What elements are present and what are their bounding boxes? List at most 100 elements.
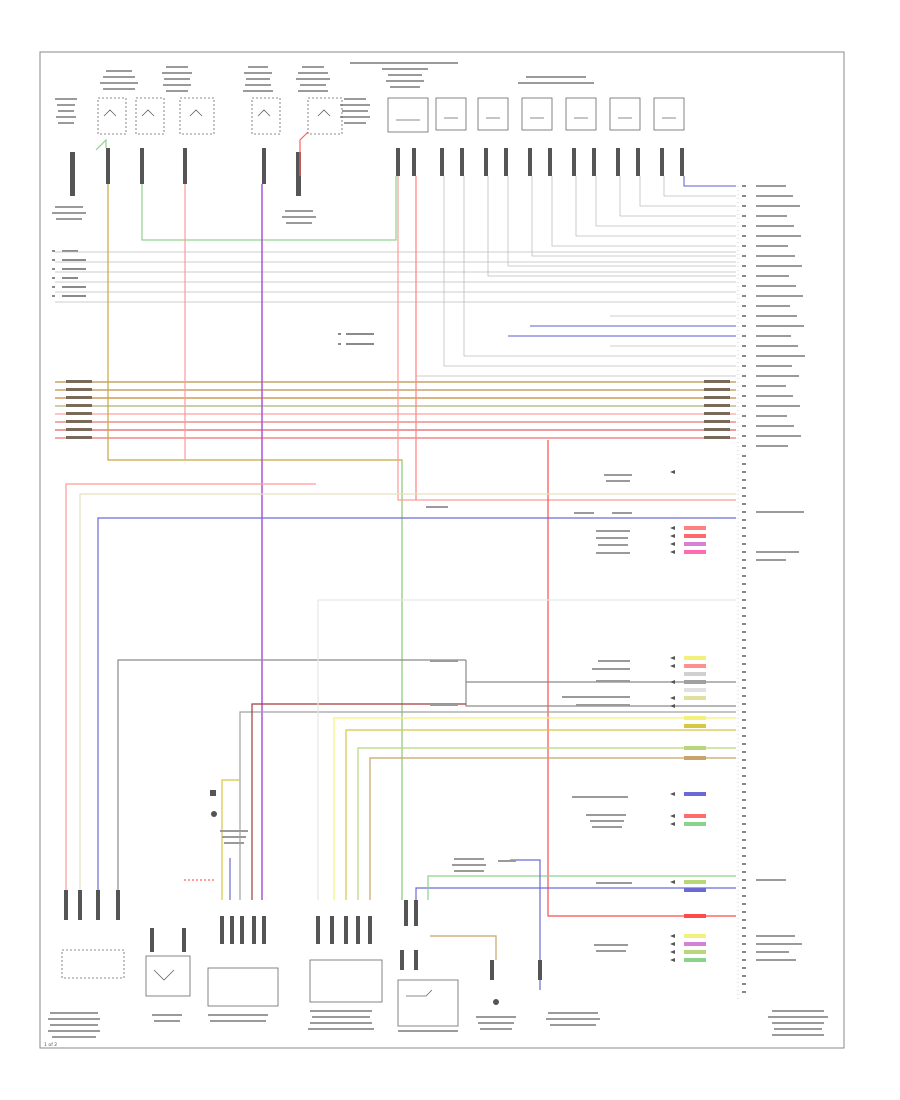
ecm-pin-number-mark <box>742 535 746 537</box>
ecm-pin-label-mark <box>756 405 800 407</box>
ecm-pin-number-mark <box>742 911 746 913</box>
ecm-pin-label-mark <box>756 255 795 257</box>
ecm-pin-number-mark <box>742 623 746 625</box>
main-vertical-wires <box>95 131 736 917</box>
ecm-pin-number-mark <box>742 195 746 197</box>
ecm-pin-label-mark <box>756 511 804 513</box>
bottom-component-labels <box>48 830 828 1038</box>
ecm-pin-number-mark <box>742 495 746 497</box>
ecm-pin-number-mark <box>742 479 746 481</box>
ecm-pin-number-mark <box>742 295 746 297</box>
ecm-pin-number-mark <box>742 435 746 437</box>
ecm-pin-label-mark <box>756 395 793 397</box>
diagram-frame <box>39 51 845 1049</box>
ecm-pin-number-mark <box>742 991 746 993</box>
ecm-pin-number-mark <box>742 943 746 945</box>
ecm-pin-number-mark <box>742 711 746 713</box>
ecm-pin-number-mark <box>742 405 746 407</box>
ecm-pin-label-mark <box>756 265 802 267</box>
ecm-pin-number-mark <box>742 751 746 753</box>
ecm-pin-number-mark <box>742 863 746 865</box>
ecm-pin-number-mark <box>742 967 746 969</box>
ecm-pin-number-mark <box>742 375 746 377</box>
ecm-pin-number-mark <box>742 719 746 721</box>
ecm-pin-label-mark <box>756 325 804 327</box>
ecm-pin-number-mark <box>742 567 746 569</box>
ecm-pin-number-mark <box>742 855 746 857</box>
ecm-pin-number-mark <box>742 599 746 601</box>
center-legend <box>338 333 374 345</box>
ecm-pin-number-mark <box>742 983 746 985</box>
ecm-pin-number-mark <box>742 471 746 473</box>
ecm-pin-number-mark <box>742 285 746 287</box>
ecm-pin-label-mark <box>756 305 790 307</box>
ecm-pin-number-mark <box>742 511 746 513</box>
ecm-pin-number-mark <box>742 315 746 317</box>
ecm-pin-number-mark <box>742 823 746 825</box>
left-pin-list <box>52 250 86 297</box>
ecm-pin-number-mark <box>742 807 746 809</box>
ecm-pin-number-mark <box>742 415 746 417</box>
ecm-pin-number-mark <box>742 759 746 761</box>
ecm-pin-label-mark <box>756 215 787 217</box>
ecm-pin-number-mark <box>742 345 746 347</box>
ecm-pin-label-mark <box>756 345 798 347</box>
ecm-pin-number-mark <box>742 679 746 681</box>
ecm-pin-number-mark <box>742 791 746 793</box>
ecm-pin-number-mark <box>742 975 746 977</box>
ecm-pin-number-mark <box>742 919 746 921</box>
ecm-pin-label-mark <box>756 285 796 287</box>
ecm-pin-number-mark <box>742 519 746 521</box>
ecm-pin-number-mark <box>742 395 746 397</box>
ecm-pin-number-mark <box>742 205 746 207</box>
ecm-pin-label-mark <box>756 935 795 937</box>
top-component-labels <box>55 62 594 124</box>
ecm-pin-label-mark <box>756 415 787 417</box>
ecm-pin-number-mark <box>742 355 746 357</box>
ecm-pin-label-mark <box>756 375 799 377</box>
ecm-pin-number-mark <box>742 815 746 817</box>
ecm-pin-number-mark <box>742 727 746 729</box>
ecm-pin-number-mark <box>742 463 746 465</box>
ecm-pin-number-mark <box>742 735 746 737</box>
left-feed-wires <box>65 483 736 900</box>
left-ground-labels <box>52 206 316 224</box>
ecm-pin-number-mark <box>742 847 746 849</box>
ecm-pin-label-mark <box>756 385 786 387</box>
ecm-pin-label-mark <box>756 275 789 277</box>
ecm-pin-number-mark <box>742 839 746 841</box>
ecm-pin-number-mark <box>742 385 746 387</box>
ecm-pin-label-mark <box>756 225 794 227</box>
ecm-pin-number-mark <box>742 647 746 649</box>
ecm-pin-label-mark <box>756 951 789 953</box>
ecm-pin-number-mark <box>742 615 746 617</box>
ecm-pin-number-mark <box>742 775 746 777</box>
ecm-pin-label-mark <box>756 943 802 945</box>
ecm-pin-label-mark <box>756 435 801 437</box>
ecm-pin-number-mark <box>742 895 746 897</box>
ecm-pin-number-mark <box>742 583 746 585</box>
ecm-pin-number-mark <box>742 543 746 545</box>
ecm-pin-number-mark <box>742 305 746 307</box>
ecm-pin-number-mark <box>742 215 746 217</box>
ecm-pin-number-mark <box>742 551 746 553</box>
ecm-pin-number-mark <box>742 255 746 257</box>
ecm-pin-number-mark <box>742 935 746 937</box>
ecm-pin-number-mark <box>742 871 746 873</box>
ecm-pin-label-mark <box>756 205 800 207</box>
ecm-pin-number-mark <box>742 245 746 247</box>
ecm-pin-number-mark <box>742 487 746 489</box>
ecm-pin-number-mark <box>742 767 746 769</box>
bus-wires <box>55 380 736 439</box>
ecm-pin-number-mark <box>742 671 746 673</box>
ecm-to-bottom-wires <box>184 599 736 990</box>
ecm-pin-number-mark <box>742 235 746 237</box>
ecm-pin-number-mark <box>742 455 746 457</box>
page-code: 1 of 2 <box>44 1042 57 1048</box>
top-components <box>97 97 685 135</box>
ecm-arrowheads <box>670 470 675 962</box>
top-connectors <box>70 148 684 196</box>
ecm-pin-number-mark <box>742 335 746 337</box>
bottom-components <box>61 811 499 1027</box>
